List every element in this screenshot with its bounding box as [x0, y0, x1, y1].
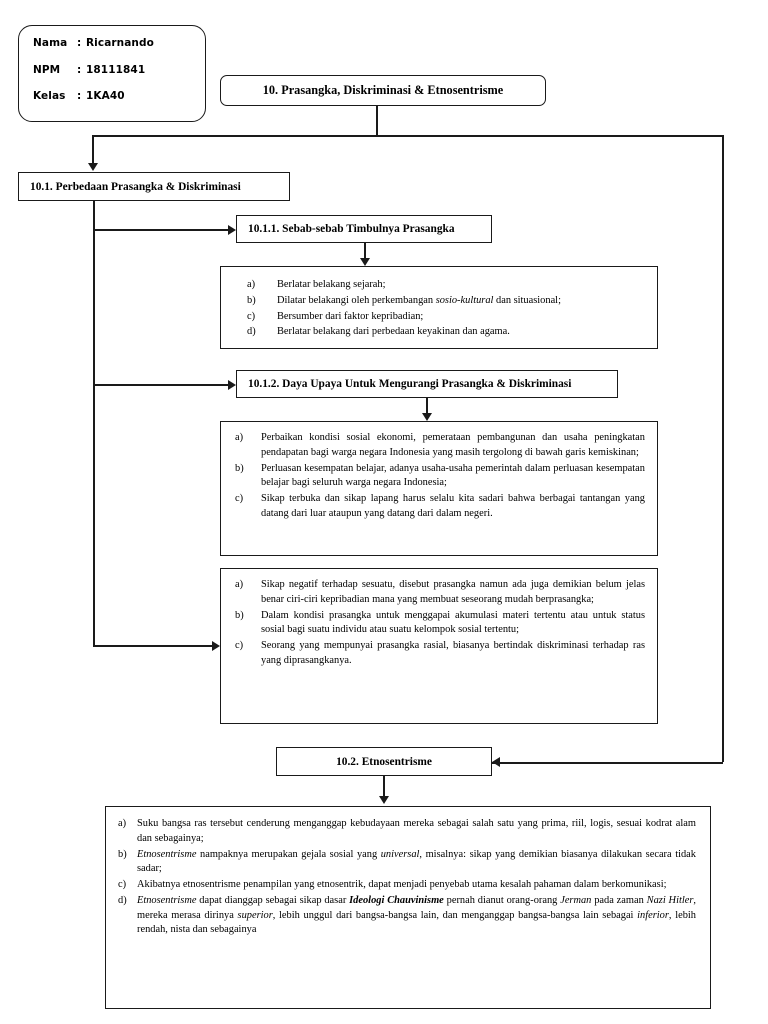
- list-marker: a): [235, 579, 244, 590]
- list-item: a) Suku bangsa ras tersebut cenderung me…: [118, 817, 696, 847]
- list-marker: a): [235, 432, 244, 443]
- list-text: Seorang yang mempunyai prasangka rasial,…: [261, 640, 645, 666]
- connector-left-trunk: [93, 201, 95, 647]
- list-item: a) Berlatar belakang sejarah;: [247, 278, 645, 293]
- connector-node102-down: [383, 776, 385, 797]
- node-10-1-1-label: 10.1.1. Sebab-sebab Timbulnya Prasangka: [248, 223, 455, 235]
- diagram-title-label: 10. Prasangka, Diskriminasi & Etnosentri…: [262, 83, 504, 97]
- list-marker: b): [235, 462, 244, 474]
- list-item: b) Dalam kondisi prasangka untuk menggap…: [235, 609, 645, 639]
- arrowhead-to-list102: [379, 796, 389, 804]
- list-marker: d): [118, 894, 127, 906]
- identity-value-npm: 18111841: [86, 63, 146, 76]
- list-text: Etnosentrisme dapat dianggap sebagai sik…: [137, 894, 696, 936]
- list-marker: c): [235, 640, 244, 652]
- arrowhead-to-list1012b: [212, 641, 220, 651]
- list-marker: b): [118, 848, 127, 860]
- arrowhead-to-node1012: [228, 380, 236, 390]
- list-item: d) Etnosentrisme dapat dianggap sebagai …: [118, 894, 696, 938]
- arrowhead-to-node1011: [228, 225, 236, 235]
- identity-separator-npm: :: [77, 63, 82, 76]
- list-item: d) Berlatar belakang dari perbedaan keya…: [247, 325, 645, 340]
- list-item: b) Dilatar belakangi oleh perkembangan s…: [247, 294, 645, 309]
- list-text: Sikap negatif terhadap sesuatu, disebut …: [261, 579, 645, 605]
- identity-label-kelas: Kelas: [33, 90, 66, 103]
- list-item: c) Bersumber dari faktor kepribadian;: [247, 310, 645, 325]
- list-marker: c): [247, 310, 256, 322]
- arrowhead-to-node102: [492, 757, 500, 767]
- connector-main-bus-horizontal: [92, 135, 723, 137]
- list-item: a) Sikap negatif terhadap sesuatu, diseb…: [235, 578, 645, 608]
- list-text: Berlatar belakang dari perbedaan keyakin…: [277, 326, 510, 338]
- node-10-2-label: 10.2. Etnosentrisme: [336, 755, 432, 768]
- connector-branch-to-node1011: [93, 229, 228, 231]
- connector-rail-to-node102: [492, 762, 723, 764]
- list-text: Perluasan kesempatan belajar, adanya usa…: [261, 462, 645, 489]
- arrowhead-to-node101: [88, 163, 98, 171]
- node-10-1-1-box: 10.1.1. Sebab-sebab Timbulnya Prasangka: [236, 215, 492, 243]
- connector-branch-to-node1012: [93, 384, 228, 386]
- connector-branch-to-list1012b: [93, 645, 212, 647]
- identity-label-npm: NPM: [33, 63, 61, 76]
- list-text: Etnosentrisme nampaknya merupakan gejala…: [137, 848, 696, 875]
- list-item: c) Sikap terbuka dan sikap lapang harus …: [235, 492, 645, 522]
- list-text: Perbaikan kondisi sosial ekonomi, pemera…: [261, 432, 645, 458]
- list-item: a) Perbaikan kondisi sosial ekonomi, pem…: [235, 431, 645, 461]
- node-10-1-box: 10.1. Perbedaan Prasangka & Diskriminasi: [18, 172, 290, 201]
- list-text: Sikap terbuka dan sikap lapang harus sel…: [261, 493, 645, 519]
- list-text: Akibatnya etnosentrisme penampilan yang …: [137, 879, 667, 891]
- student-identity-card: Nama : Ricarnando NPM : 18111841 Kelas :…: [18, 25, 206, 122]
- connector-to-node101: [92, 135, 94, 163]
- list-text: Suku bangsa ras tersebut cenderung menga…: [137, 818, 696, 844]
- arrowhead-to-list1011: [360, 258, 370, 266]
- identity-value-nama: Ricarnando: [86, 37, 154, 49]
- list-marker: b): [235, 609, 244, 621]
- list-text: Dilatar belakangi oleh perkembangan sosi…: [277, 294, 561, 306]
- list-item: b) Perluasan kesempatan belajar, adanya …: [235, 462, 645, 492]
- arrowhead-to-list1012a: [422, 413, 432, 421]
- connector-right-rail: [722, 135, 724, 762]
- content-box-sebab-sebab: a) Berlatar belakang sejarah; b) Dilatar…: [220, 266, 658, 349]
- list-marker: a): [247, 279, 256, 290]
- node-10-2-box: 10.2. Etnosentrisme: [276, 747, 492, 776]
- list-text: Berlatar belakang sejarah;: [277, 279, 386, 290]
- identity-row-npm: NPM : 18111841: [33, 63, 205, 77]
- list-marker: a): [118, 818, 127, 829]
- content-box-etnosentrisme: a) Suku bangsa ras tersebut cenderung me…: [105, 806, 711, 1009]
- identity-value-kelas: 1KA40: [86, 90, 125, 103]
- identity-row-kelas: Kelas : 1KA40: [33, 91, 205, 103]
- identity-separator-nama: :: [77, 37, 82, 49]
- identity-label-nama: Nama: [33, 37, 68, 49]
- list-marker: c): [235, 493, 244, 505]
- node-10-1-2-label: 10.1.2. Daya Upaya Untuk Mengurangi Pras…: [248, 378, 572, 390]
- connector-title-down: [376, 106, 378, 136]
- list-marker: c): [118, 879, 127, 891]
- diagram-title-box: 10. Prasangka, Diskriminasi & Etnosentri…: [220, 75, 546, 106]
- list-marker: d): [247, 326, 256, 338]
- identity-row-nama: Nama : Ricarnando: [33, 37, 205, 50]
- node-10-1-2-box: 10.1.2. Daya Upaya Untuk Mengurangi Pras…: [236, 370, 618, 398]
- list-item: b) Etnosentrisme nampaknya merupakan gej…: [118, 848, 696, 878]
- identity-separator-kelas: :: [77, 90, 82, 103]
- list-text: Bersumber dari faktor kepribadian;: [277, 310, 424, 322]
- list-text: Dalam kondisi prasangka untuk menggapai …: [261, 609, 645, 636]
- list-item: c) Seorang yang mempunyai prasangka rasi…: [235, 639, 645, 669]
- connector-node1012-down: [426, 398, 428, 414]
- connector-node1011-down: [364, 243, 366, 259]
- content-box-daya-upaya: a) Perbaikan kondisi sosial ekonomi, pem…: [220, 421, 658, 556]
- node-10-1-label: 10.1. Perbedaan Prasangka & Diskriminasi: [30, 180, 241, 193]
- list-marker: b): [247, 294, 256, 306]
- content-box-prasangka-sikap: a) Sikap negatif terhadap sesuatu, diseb…: [220, 568, 658, 724]
- list-item: c) Akibatnya etnosentrisme penampilan ya…: [118, 878, 696, 893]
